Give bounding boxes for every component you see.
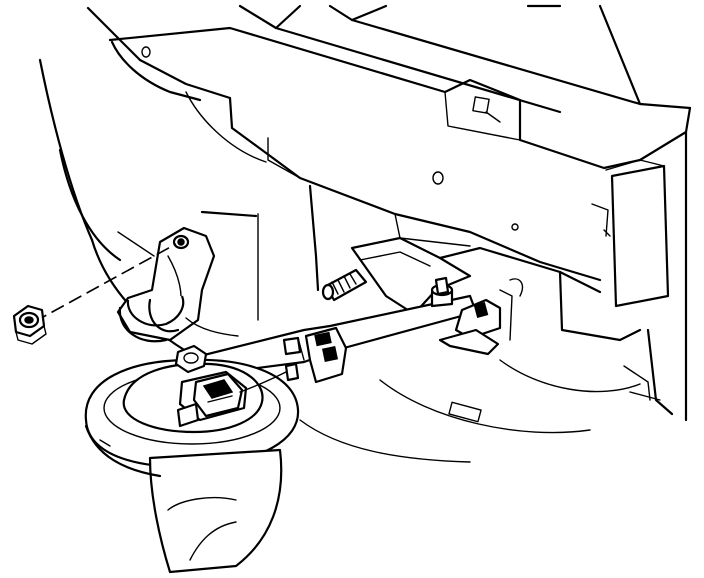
horn: [84, 358, 300, 574]
horn-strap: [33, 226, 239, 343]
mounting-stud: [321, 268, 368, 302]
electrical-connector: [174, 344, 287, 428]
bracket-stud: [430, 276, 454, 308]
horn-bracket: [174, 236, 524, 384]
mounting-nut: [12, 304, 47, 345]
